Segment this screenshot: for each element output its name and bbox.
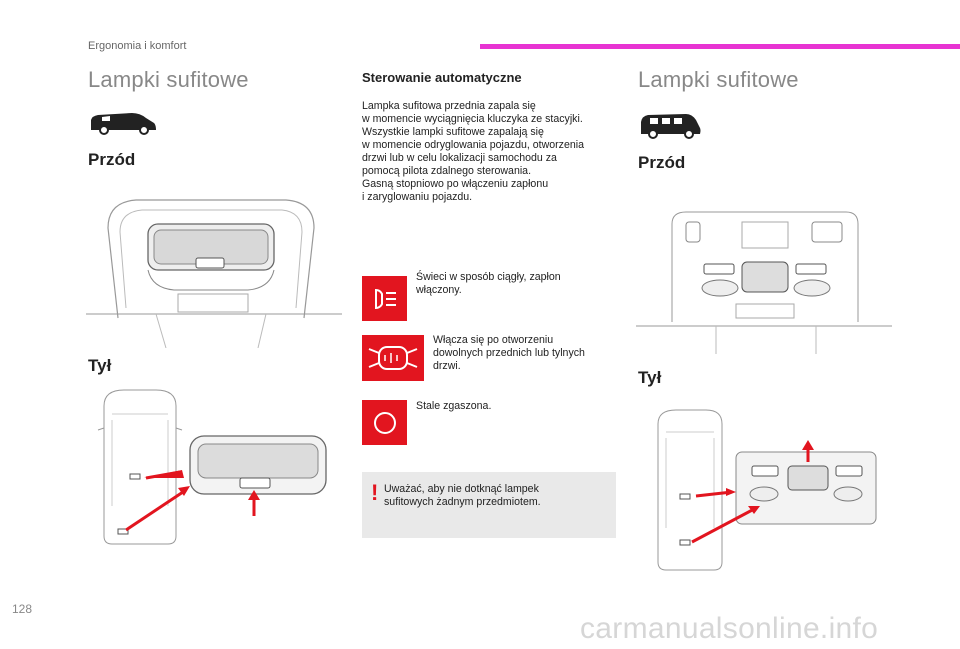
mode-door-text: Włącza się po otworzeniu dowolnych przed… bbox=[433, 334, 618, 373]
left-front-heading: Przód bbox=[88, 150, 136, 169]
section-label: Ergonomia i komfort bbox=[88, 40, 187, 52]
right-title: Lampki sufitowe bbox=[638, 67, 799, 92]
paragraph-line: drzwi lub w celu lokalizacji samochodu z… bbox=[362, 152, 557, 164]
right-front-heading: Przód bbox=[638, 153, 686, 172]
paragraph-line: w momencie wyciągnięcia kluczyka ze stac… bbox=[362, 113, 583, 125]
warning-icon: ! bbox=[371, 480, 379, 505]
front-console-lamp-illustration bbox=[636, 211, 892, 354]
paragraph-line: i zaryglowaniu pojazdu. bbox=[362, 191, 473, 203]
paragraph-line: Wszystkie lampki sufitowe zapalają się bbox=[362, 126, 544, 138]
mode-text-line: Włącza się po otworzeniu bbox=[433, 334, 554, 346]
page-number: 128 bbox=[12, 602, 33, 616]
left-rear-heading: Tył bbox=[88, 356, 112, 375]
watermark: carmanualsonline.info bbox=[580, 612, 879, 645]
paragraph-line: Gasną stopniowo po włączeniu zapłonu bbox=[362, 178, 549, 190]
warning-text-line: Uważać, aby nie dotknąć lampek bbox=[384, 483, 539, 495]
auto-control-paragraph: Lampka sufitowa przednia zapala się w mo… bbox=[362, 100, 622, 204]
left-title: Lampki sufitowe bbox=[88, 67, 249, 92]
mode-text-line: Świeci w sposób ciągły, zapłon bbox=[416, 271, 561, 283]
mode-text-line: drzwi. bbox=[433, 360, 461, 372]
mpv-icon bbox=[641, 114, 701, 139]
paragraph-line: w momencie odryglowania pojazdu, otworze… bbox=[362, 139, 584, 151]
front-ceiling-lamp-illustration bbox=[86, 199, 342, 348]
auto-control-heading: Sterowanie automatyczne bbox=[362, 70, 522, 85]
section-accent-bar bbox=[480, 44, 960, 49]
rear-console-location-illustration bbox=[657, 409, 877, 571]
light-off-icon bbox=[362, 400, 407, 445]
mode-on-text: Świeci w sposób ciągły, zapłon włączony. bbox=[416, 271, 616, 297]
light-on-icon bbox=[362, 276, 407, 321]
right-rear-heading: Tył bbox=[638, 368, 662, 387]
mode-text-line: dowolnych przednich lub tylnych bbox=[433, 347, 585, 359]
rear-lamp-location-illustration bbox=[97, 389, 327, 545]
warning-text: Uważać, aby nie dotknąć lampek sufitowyc… bbox=[384, 483, 599, 509]
door-light-icon bbox=[362, 335, 424, 381]
warning-box bbox=[362, 472, 616, 538]
mode-off-text: Stale zgaszona. bbox=[416, 400, 616, 413]
van-icon bbox=[91, 113, 156, 135]
mode-text-line: Stale zgaszona. bbox=[416, 400, 492, 412]
mode-text-line: włączony. bbox=[416, 284, 462, 296]
paragraph-line: Lampka sufitowa przednia zapala się bbox=[362, 100, 536, 112]
paragraph-line: pomocą pilota zdalnego sterowania. bbox=[362, 165, 532, 177]
warning-text-line: sufitowych żadnym przedmiotem. bbox=[384, 496, 541, 508]
